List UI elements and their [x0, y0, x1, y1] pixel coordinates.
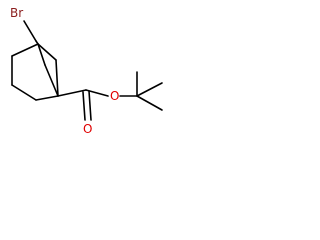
bond-ring-3 — [11, 84, 37, 101]
bond-c-br — [23, 20, 37, 42]
bond-ring-4 — [35, 95, 59, 101]
bromine-label: Br — [10, 6, 23, 20]
bicyclic-ring-bonds — [11, 40, 59, 101]
molecule-structure: Br O O — [10, 6, 163, 136]
ester-oxygen-label: O — [110, 89, 119, 103]
carbonyl-oxygen-label: O — [83, 122, 92, 136]
tert-butyl-group — [136, 71, 163, 111]
bond-bridge-lower — [37, 43, 46, 66]
bond-c-o-double-1 — [82, 91, 86, 121]
bond-bridge-upper — [37, 43, 57, 61]
bond-tbu-down — [136, 95, 163, 111]
bond-c-o-double-2 — [88, 90, 92, 121]
bond-bridge-lower-2 — [44, 64, 59, 97]
bond-c-o-single — [85, 89, 109, 97]
bond-ring-carbonyl — [57, 89, 87, 97]
bond-bridge-upper-2 — [55, 59, 59, 97]
bond-ring-1 — [11, 43, 39, 57]
bond-tbu-right — [136, 82, 163, 97]
